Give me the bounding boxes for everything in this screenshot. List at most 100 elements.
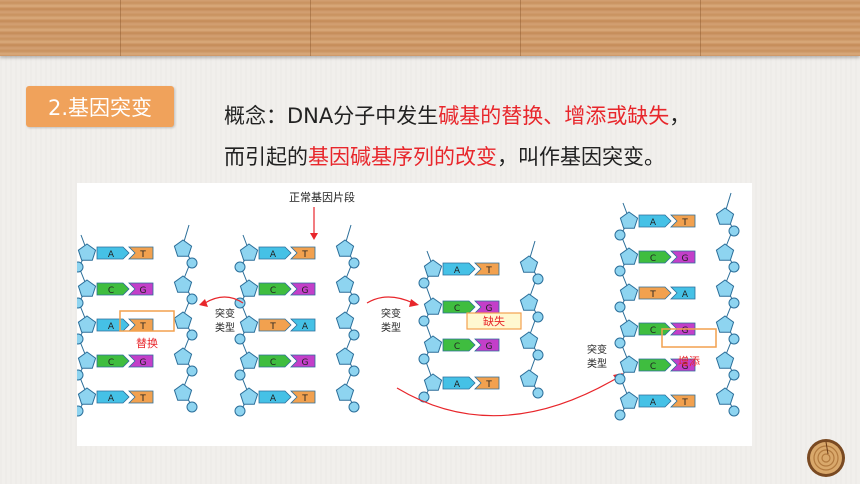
base-T — [258, 318, 292, 332]
base-T — [670, 214, 696, 228]
normal-strand-sugar-right — [335, 311, 355, 329]
insert-strand-sugar-right — [715, 351, 735, 369]
replace-highlight-box — [119, 310, 175, 332]
base-T — [474, 376, 500, 390]
insert-highlight-box — [661, 328, 717, 348]
normal-strand-sugar-left — [239, 243, 259, 261]
insert-strand-phosphate-left — [614, 229, 626, 241]
base-A — [96, 390, 130, 404]
base-label-T: T — [681, 218, 688, 228]
normal-strand-sugar-right — [335, 275, 355, 293]
base-T — [290, 246, 316, 260]
normal-strand-phosphate-right — [348, 365, 360, 377]
definition-line-2: 而引起的基因碱基序列的改变，叫作基因突变。 — [224, 137, 824, 178]
base-T — [290, 390, 316, 404]
base-label-G: G — [682, 326, 689, 336]
replace-strand-sugar-right — [173, 311, 193, 329]
insert-strand-phosphate-right — [728, 261, 740, 273]
insert-strand-sugar-left — [619, 319, 639, 337]
base-G — [290, 354, 316, 368]
replace-strand-phosphate-right — [186, 257, 198, 269]
def-text-1: 概念：DNA分子中发生 — [224, 104, 439, 128]
base-label-C: C — [108, 358, 114, 368]
base-label-C: C — [270, 358, 276, 368]
base-A — [258, 246, 292, 260]
replace-strand-phosphate-right — [186, 293, 198, 305]
replace-strand-sugar-right — [173, 347, 193, 365]
base-G — [290, 282, 316, 296]
delete-strand-phosphate-right — [532, 273, 544, 285]
normal-strand-sugar-right — [335, 347, 355, 365]
insert-strand-phosphate-right — [728, 369, 740, 381]
base-label-G: G — [486, 304, 493, 314]
delete-strand-sugar-left — [423, 259, 443, 277]
base-label-T: T — [139, 394, 146, 404]
base-label-G: G — [140, 286, 147, 296]
mutation-type-label-3b: 类型 — [587, 357, 607, 370]
definition-line-1: 概念：DNA分子中发生碱基的替换、增添或缺失， — [224, 96, 824, 137]
normal-strand-phosphate-left — [234, 333, 246, 345]
base-label-C: C — [454, 342, 460, 352]
normal-strand-sugar-right — [335, 383, 355, 401]
insert-strand-phosphate-left — [614, 373, 626, 385]
base-C — [638, 322, 672, 336]
insert-strand-phosphate-left — [614, 337, 626, 349]
normal-strand-phosphate-left — [234, 261, 246, 273]
def-highlight-1: 碱基的替换、增添或缺失 — [438, 104, 670, 128]
base-label-T: T — [139, 322, 146, 332]
normal-strand-phosphate-right — [348, 329, 360, 341]
delete-strand-phosphate-right — [532, 311, 544, 323]
replace-strand-phosphate-left — [77, 369, 84, 381]
arrow-to-replace-head — [199, 299, 208, 307]
replace-strand-phosphate-left — [77, 297, 84, 309]
base-label-T: T — [301, 394, 308, 404]
base-C — [96, 282, 130, 296]
normal-gene-label: 正常基因片段 — [289, 190, 355, 204]
insert-strand-sugar-right — [715, 279, 735, 297]
base-C — [442, 300, 476, 314]
base-G — [474, 338, 500, 352]
normal-strand-sugar-right — [335, 239, 355, 257]
base-label-T: T — [681, 398, 688, 408]
base-label-A: A — [650, 218, 657, 228]
base-A — [96, 318, 130, 332]
base-label-G: G — [140, 358, 147, 368]
insert-strand-phosphate-right — [728, 225, 740, 237]
base-label-G: G — [302, 358, 309, 368]
insert-strand-sugar-right — [715, 207, 735, 225]
insert-strand-phosphate-right — [728, 297, 740, 309]
base-A — [670, 286, 696, 300]
base-label-A: A — [682, 290, 689, 300]
arrow-to-replace — [204, 296, 244, 304]
normal-arrow-head — [310, 233, 318, 240]
normal-strand-phosphate-right — [348, 293, 360, 305]
delete-strand-phosphate-left — [418, 277, 430, 289]
normal-strand-sugar-left — [239, 387, 259, 405]
insert-strand-sugar-right — [715, 387, 735, 405]
replace-strand-phosphate-right — [186, 401, 198, 413]
delete-strand-sugar-left — [423, 297, 443, 315]
delete-strand-phosphate-right — [532, 349, 544, 361]
base-label-T: T — [649, 290, 656, 300]
mutation-type-label-1b: 类型 — [215, 321, 235, 334]
base-label-T: T — [485, 380, 492, 390]
replace-strand-phosphate-right — [186, 365, 198, 377]
delete-strand-sugar-left — [423, 373, 443, 391]
definition-text: 概念：DNA分子中发生碱基的替换、增添或缺失， 而引起的基因碱基序列的改变，叫作… — [224, 96, 824, 178]
base-A — [442, 262, 476, 276]
base-G — [128, 354, 154, 368]
delete-strand-phosphate-left — [418, 315, 430, 327]
insert-strand-sugar-left — [619, 283, 639, 301]
def-text-1-end: ， — [669, 104, 691, 128]
base-label-A: A — [454, 266, 461, 276]
